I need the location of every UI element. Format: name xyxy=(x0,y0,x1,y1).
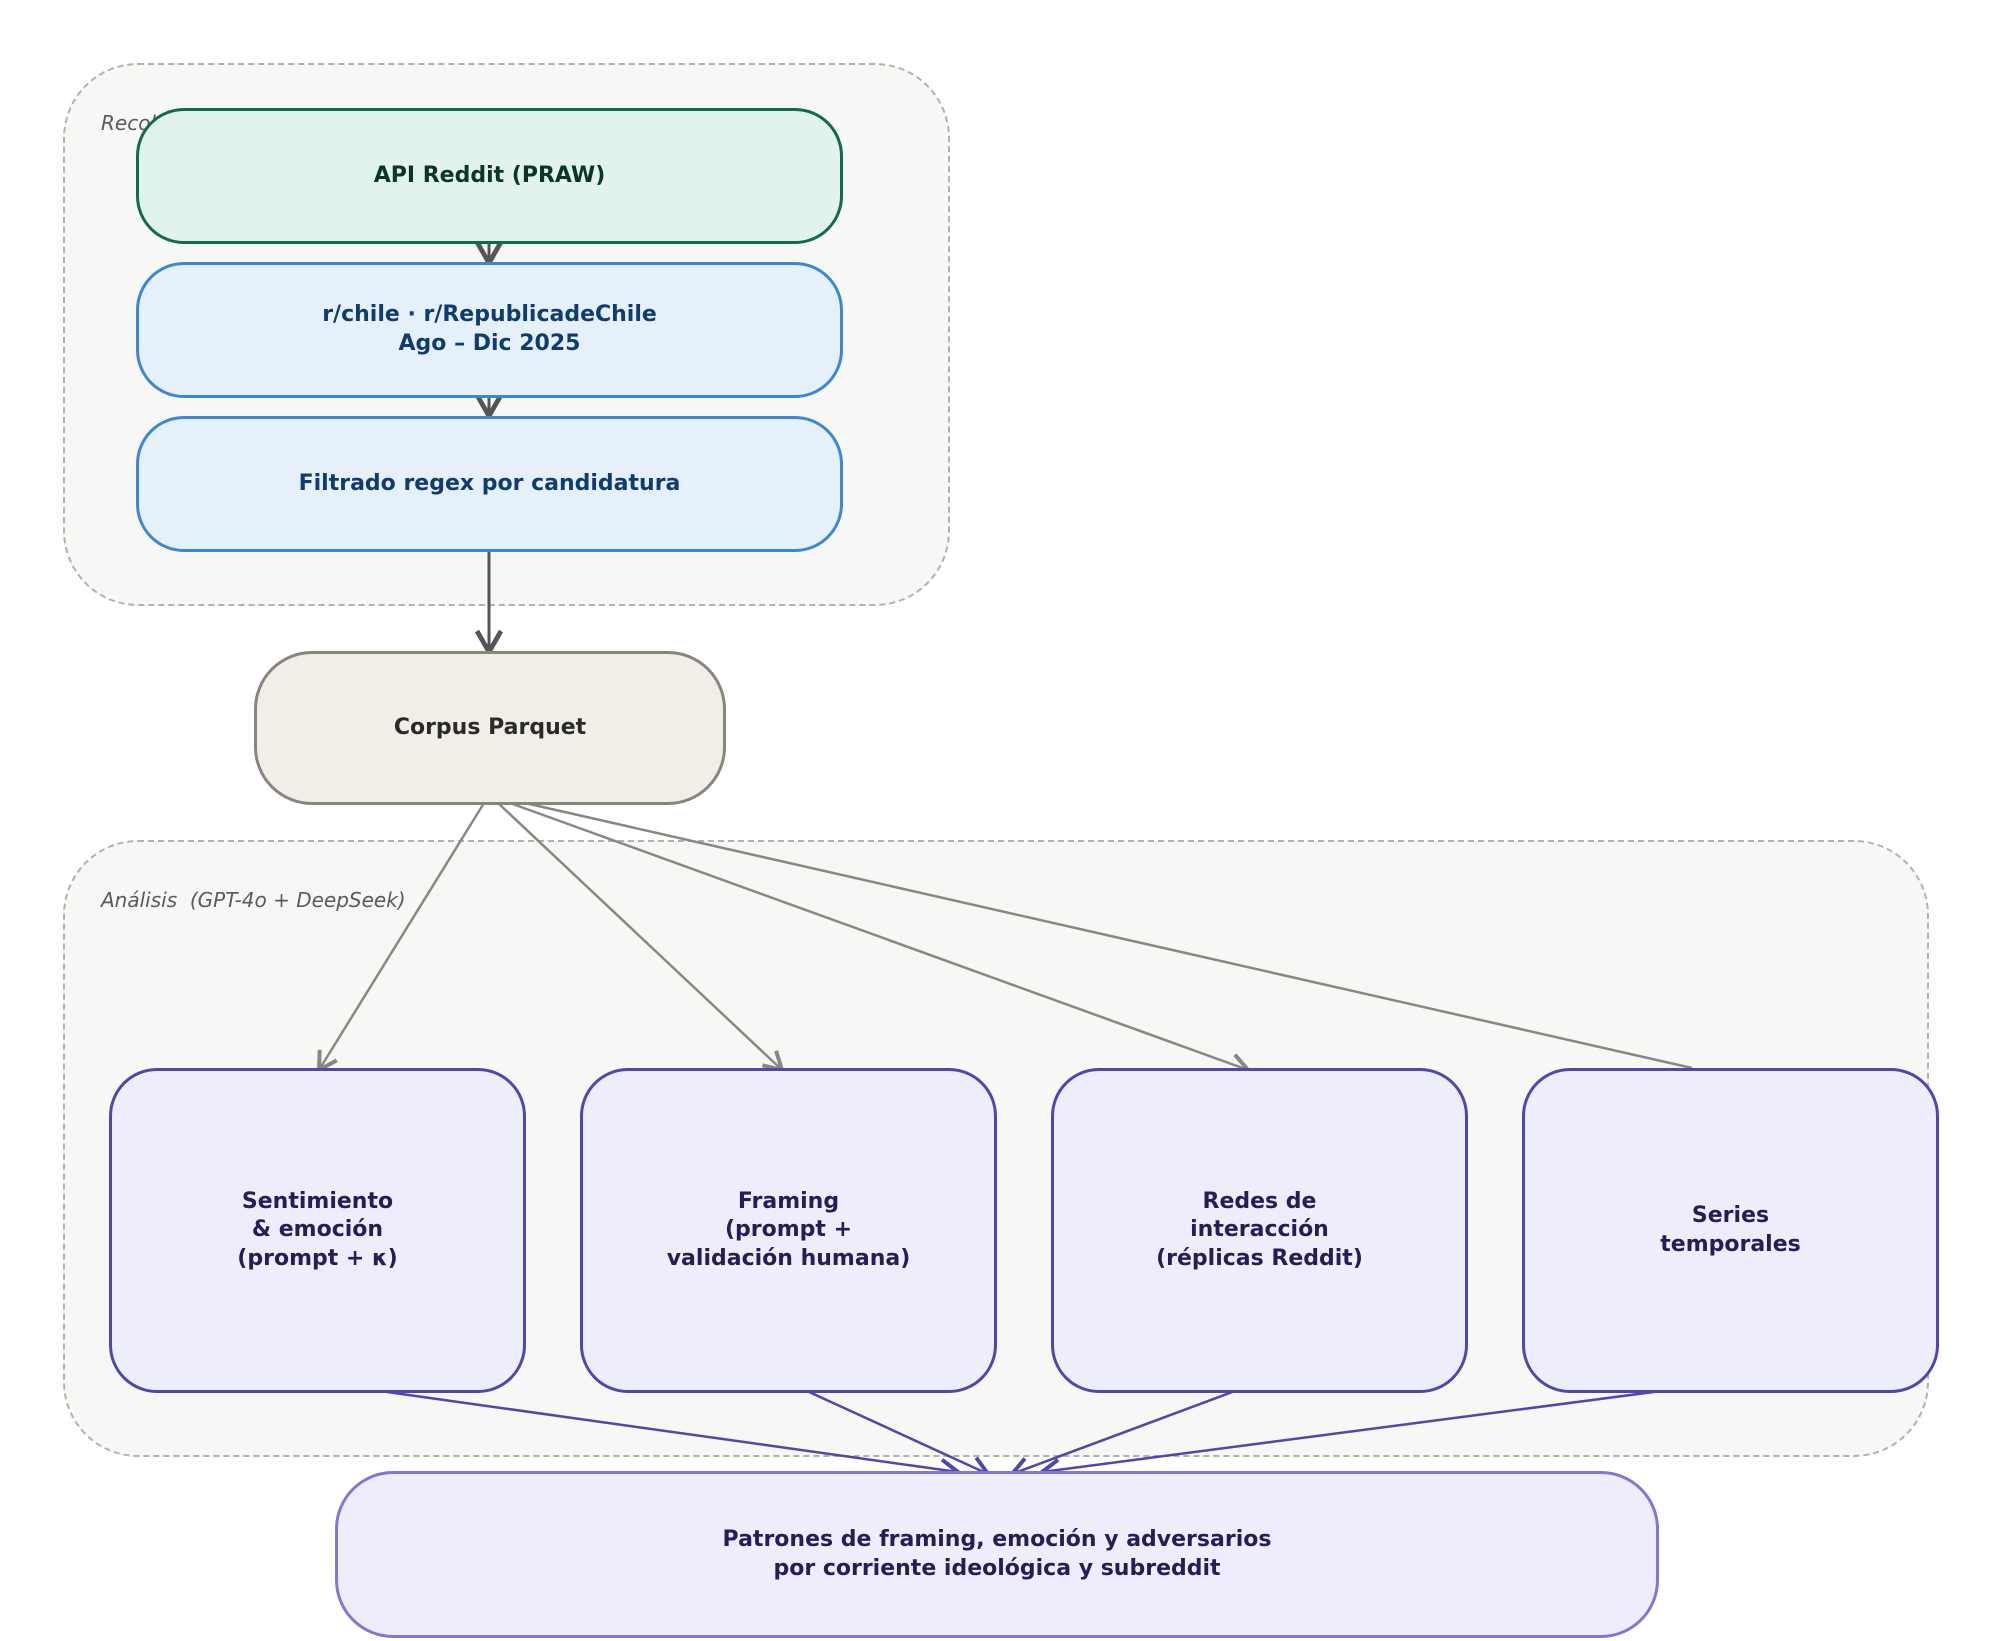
output-patterns-node: Patrones de framing, emoción y adversari… xyxy=(335,1471,1659,1638)
regex-filter-node: Filtrado regex por candidatura xyxy=(136,416,843,552)
framing-node: Framing (prompt + validación humana) xyxy=(580,1068,997,1393)
api-reddit-node: API Reddit (PRAW) xyxy=(136,108,843,244)
analysis-group-label: Análisis (GPT-4o + DeepSeek) xyxy=(101,888,406,912)
subreddits-node: r/chile · r/RepublicadeChile Ago – Dic 2… xyxy=(136,262,843,398)
sentiment-emotion-node: Sentimiento & emoción (prompt + κ) xyxy=(109,1068,526,1393)
corpus-parquet-node: Corpus Parquet xyxy=(254,651,726,805)
interaction-networks-node: Redes de interacción (réplicas Reddit) xyxy=(1051,1068,1468,1393)
time-series-node: Series temporales xyxy=(1522,1068,1939,1393)
